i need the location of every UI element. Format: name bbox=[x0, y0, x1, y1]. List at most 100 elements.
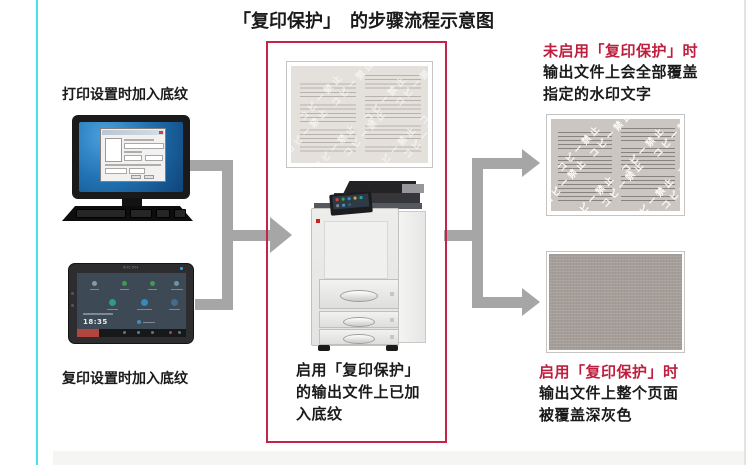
gray-fill bbox=[549, 254, 682, 350]
printer-front-door bbox=[324, 221, 388, 279]
panel-icon bbox=[335, 198, 339, 202]
stop-button bbox=[77, 329, 99, 337]
keyboard-section bbox=[156, 209, 170, 218]
paragraph-gap bbox=[300, 75, 356, 80]
print-settings-dialog bbox=[100, 128, 166, 182]
copy-settings-label: 复印设置时加入底纹 bbox=[62, 371, 188, 387]
drawer-indicator bbox=[390, 318, 394, 322]
desktop-computer bbox=[62, 112, 193, 222]
drawer-indicator bbox=[390, 292, 394, 296]
protected-output-document: コピー禁止 コピー禁止 コピー禁止 コピー禁止 コピー禁止 コピー禁止 コピー禁… bbox=[286, 61, 433, 168]
panel-icon bbox=[336, 204, 340, 208]
panel-icon bbox=[359, 195, 363, 200]
tablet-brand: RICOH bbox=[123, 265, 139, 271]
tablet-side-button bbox=[71, 304, 74, 307]
right-border-line bbox=[744, 0, 746, 465]
paragraph-gap bbox=[621, 191, 675, 195]
keyboard-section bbox=[174, 209, 186, 218]
connector-from-box bbox=[444, 230, 478, 241]
panel-icon bbox=[347, 203, 352, 207]
paragraph-gap bbox=[300, 124, 356, 128]
camera-icon bbox=[180, 267, 183, 270]
taskbar-icon bbox=[123, 331, 126, 334]
status-icon bbox=[137, 320, 141, 324]
panel-icon bbox=[341, 197, 345, 201]
multifunction-printer bbox=[306, 178, 426, 352]
app-icon bbox=[171, 299, 178, 306]
app-label bbox=[107, 309, 118, 310]
app-icon bbox=[122, 281, 127, 286]
connector-vertical-right bbox=[472, 158, 483, 308]
dialog-preview-pane bbox=[105, 138, 122, 162]
paragraph-gap bbox=[558, 175, 612, 179]
left-accent-line bbox=[36, 0, 38, 465]
app-icon bbox=[92, 281, 97, 286]
document-text-column bbox=[558, 128, 612, 203]
printer-body bbox=[311, 208, 399, 346]
close-icon bbox=[159, 131, 163, 134]
app-icon bbox=[174, 281, 179, 286]
arrow-to-printer-head-icon bbox=[270, 217, 292, 253]
dialog-dropdown bbox=[105, 168, 127, 174]
printer-foot bbox=[386, 345, 398, 351]
taskbar-icon bbox=[178, 331, 181, 334]
paragraph-gap bbox=[558, 128, 612, 132]
tablet-time: 18:35 bbox=[83, 318, 108, 326]
app-label bbox=[137, 309, 152, 310]
paragraph-gap bbox=[365, 140, 421, 144]
dialog-dropdown bbox=[124, 143, 164, 149]
monitor-screen bbox=[79, 122, 183, 192]
drawer-handle bbox=[343, 334, 375, 344]
dialog-line bbox=[105, 164, 161, 166]
paper-drawer bbox=[319, 311, 399, 328]
dialog-titlebar bbox=[102, 130, 164, 135]
dialog-dropdown bbox=[129, 168, 145, 174]
taskbar-icon bbox=[137, 331, 140, 334]
panel-icon bbox=[353, 196, 357, 200]
app-label bbox=[169, 309, 180, 310]
app-label bbox=[120, 289, 129, 290]
app-label bbox=[148, 289, 157, 290]
printer-foot bbox=[318, 345, 330, 351]
paper-drawer bbox=[319, 279, 399, 309]
dialog-button bbox=[144, 175, 154, 179]
copy-protection-box bbox=[266, 41, 447, 443]
print-settings-label: 打印设置时加入底纹 bbox=[62, 87, 188, 103]
tablet-side-button bbox=[71, 292, 74, 295]
document-page: コピー禁止 コピー禁止 コピー禁止 コピー禁止 コピー禁止 コピー禁止 コピー禁… bbox=[291, 66, 428, 163]
watermarked-output-document: コピー禁止 コピー禁止 コピー禁止 コピー禁止 コピー禁止 コピー禁止 コピー禁… bbox=[546, 114, 685, 216]
paragraph-gap bbox=[558, 149, 612, 153]
taskbar-icon bbox=[169, 331, 172, 334]
app-icon bbox=[109, 299, 116, 306]
printer-side-unit bbox=[398, 211, 426, 343]
page-title: 「复印保护」 的步骤流程示意图 bbox=[233, 11, 494, 32]
arrow-to-watermark-head-icon bbox=[522, 149, 540, 177]
drawer-handle bbox=[343, 317, 375, 327]
panel-icon bbox=[347, 197, 351, 201]
dialog-button bbox=[131, 175, 141, 179]
bottom-band bbox=[53, 451, 744, 465]
arrow-to-gray-head-icon bbox=[522, 288, 540, 316]
document-text-column bbox=[300, 75, 356, 155]
not-enabled-body: 输出文件上会全部覆盖 指定的水印文字 bbox=[543, 63, 699, 103]
document-text-column bbox=[621, 128, 675, 203]
paragraph-gap bbox=[621, 143, 675, 147]
app-icon bbox=[141, 299, 148, 306]
smart-operation-panel: RICOH 18:35 bbox=[68, 263, 194, 344]
document-page: コピー禁止 コピー禁止 コピー禁止 コピー禁止 コピー禁止 コピー禁止 コピー禁… bbox=[551, 119, 680, 211]
enabled-title: 启用「复印保护」时 bbox=[539, 363, 679, 381]
tablet-taskbar bbox=[77, 329, 186, 337]
dialog-line bbox=[124, 139, 154, 141]
paragraph-gap bbox=[365, 118, 421, 122]
drawer-handle bbox=[340, 290, 378, 302]
drawer-indicator bbox=[390, 335, 394, 339]
dialog-dropdown bbox=[145, 155, 163, 161]
keyboard-section bbox=[76, 209, 126, 218]
not-enabled-title: 未启用「复印保护」时 bbox=[543, 42, 699, 60]
monitor-stand bbox=[122, 198, 142, 208]
keyboard-section bbox=[130, 209, 152, 218]
paper-drawer bbox=[319, 329, 399, 345]
printer-output-tray bbox=[402, 184, 424, 193]
paragraph-gap bbox=[365, 92, 421, 96]
